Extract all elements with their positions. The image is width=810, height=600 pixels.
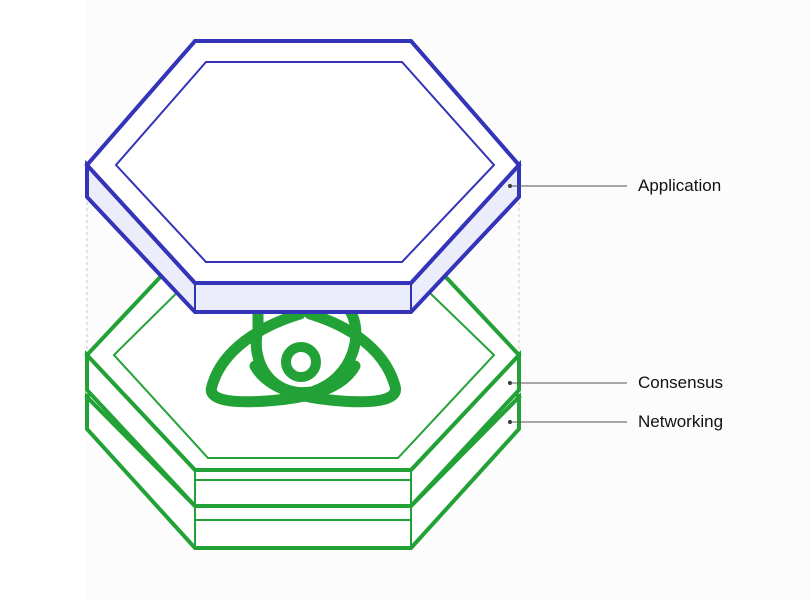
networking-label: Networking (638, 412, 724, 431)
networking-leader-line (508, 420, 627, 424)
consensus-leader-line (508, 381, 627, 385)
application-label: Application (638, 176, 722, 195)
consensus-label: Consensus (638, 373, 724, 392)
vertical-guide-lines (86, 190, 520, 372)
application-leader-line (508, 184, 627, 188)
application-layer (84, 39, 522, 314)
